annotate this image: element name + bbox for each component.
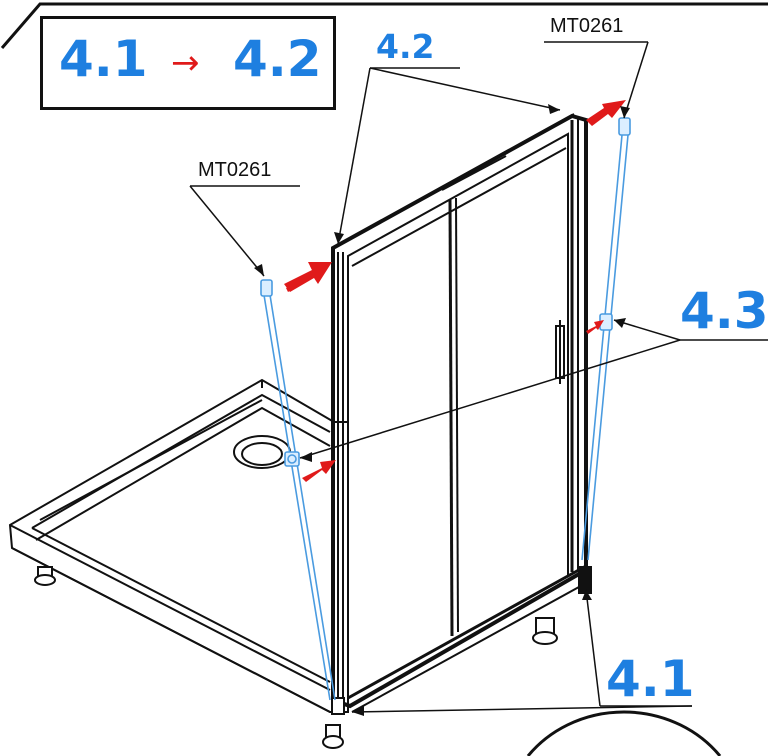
wall-bracket-icon [599, 117, 631, 331]
part-code-left: MT0261 [198, 159, 272, 181]
step-to-label: 4.2 [233, 30, 322, 88]
step-indicator: 4.1 → 4.2 [40, 16, 336, 110]
leader-lines [189, 41, 768, 713]
wall-bracket-icon [260, 279, 300, 467]
shower-tray [8, 378, 349, 713]
step-arrow-icon: → [171, 43, 200, 83]
page-border [0, 2, 768, 49]
callout-bottom: 4.1 [606, 650, 695, 708]
detail-circle [526, 710, 722, 756]
callout-right: 4.3 [680, 282, 768, 340]
wall-profile-right [581, 117, 631, 561]
step-from-label: 4.1 [59, 30, 148, 88]
wall-profile-left [260, 279, 336, 701]
leader-arrowheads [254, 104, 630, 716]
tray-feet [34, 566, 558, 749]
callout-top: 4.2 [376, 27, 435, 66]
corner-block-left [331, 697, 345, 715]
corner-block [578, 566, 592, 594]
red-push-arrow-icon [284, 100, 626, 482]
part-code-right: MT0261 [550, 15, 624, 37]
